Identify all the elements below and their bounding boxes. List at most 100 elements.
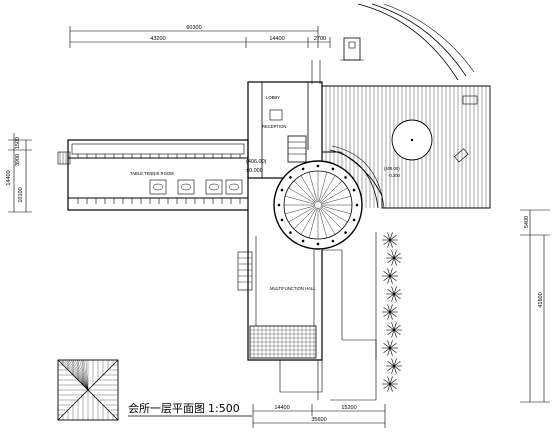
spoke bbox=[309, 207, 318, 238]
rotunda-column bbox=[344, 176, 347, 179]
tree-branch bbox=[389, 376, 393, 385]
reception-label: RECEPTION bbox=[262, 124, 286, 129]
tree-branch bbox=[393, 250, 397, 259]
spoke bbox=[320, 187, 348, 204]
tree-trunk bbox=[388, 346, 392, 350]
stair-core bbox=[287, 135, 307, 163]
tree-branch bbox=[389, 268, 393, 277]
spoke bbox=[300, 207, 317, 235]
tree-branch bbox=[387, 239, 391, 248]
tree-branch bbox=[383, 311, 391, 317]
tree-branch bbox=[389, 347, 393, 356]
parked-car-2 bbox=[454, 148, 469, 163]
tree-branch bbox=[389, 275, 397, 281]
hatch-line bbox=[75, 359, 89, 391]
tree bbox=[386, 250, 402, 266]
tree bbox=[382, 340, 398, 356]
tree-branch bbox=[391, 329, 395, 338]
rotunda-column bbox=[316, 164, 320, 168]
tree-branch bbox=[389, 311, 397, 317]
hatch-line bbox=[62, 359, 89, 391]
rotunda-column bbox=[289, 231, 292, 234]
tree-branch bbox=[389, 304, 393, 313]
tree-branch bbox=[393, 253, 401, 259]
tree-branch bbox=[391, 293, 395, 302]
tree-branch bbox=[387, 311, 391, 320]
lobby-zero: ±0.000 bbox=[246, 168, 263, 174]
spoke bbox=[285, 196, 316, 205]
tree-branch bbox=[393, 257, 401, 263]
dim-bottom-total: 35600 bbox=[311, 417, 326, 423]
dim-left-c: 14400 bbox=[6, 170, 12, 185]
table-top bbox=[208, 183, 220, 191]
spoke bbox=[300, 175, 317, 203]
right-dimension-lines: 5400 41600 bbox=[520, 209, 550, 403]
rotunda-column bbox=[280, 218, 284, 222]
tree-branch bbox=[383, 307, 391, 313]
tree bbox=[382, 376, 398, 392]
hatch-line bbox=[60, 359, 89, 391]
tree-branch bbox=[383, 275, 391, 281]
tree-branch bbox=[391, 286, 395, 295]
hatch-line bbox=[85, 359, 89, 391]
entrance-gate bbox=[311, 37, 364, 84]
drawing-title: 会所一层平面图 bbox=[128, 402, 205, 415]
spoke bbox=[319, 206, 343, 230]
tree-branch bbox=[387, 304, 391, 313]
table bbox=[149, 179, 167, 195]
tree-branch bbox=[387, 325, 395, 331]
table bbox=[225, 179, 243, 195]
tree bbox=[382, 268, 398, 284]
tree bbox=[386, 322, 402, 338]
tree-branch bbox=[389, 235, 397, 241]
tree-trunk bbox=[392, 328, 396, 332]
table-top bbox=[152, 183, 164, 191]
spoke bbox=[318, 207, 327, 238]
tree bbox=[386, 358, 402, 374]
tree-branch bbox=[391, 358, 395, 367]
tree-branch bbox=[393, 286, 397, 295]
tree-branch bbox=[387, 253, 395, 259]
rotunda-column bbox=[344, 231, 347, 234]
drawing-scale: 1:500 bbox=[208, 402, 240, 415]
dim-right-b: 41600 bbox=[538, 292, 544, 307]
dining-tables bbox=[149, 179, 243, 195]
rotunda-steps bbox=[329, 149, 379, 209]
tree-branch bbox=[393, 322, 397, 331]
bottom-dimension-lines: 14400 15200 35600 bbox=[252, 404, 386, 428]
spoke bbox=[288, 187, 316, 204]
dim-left-b: 3900 bbox=[15, 154, 21, 166]
table bbox=[177, 179, 195, 195]
tree-branch bbox=[383, 383, 391, 389]
hatch-line bbox=[81, 359, 89, 391]
rotunda-column bbox=[331, 167, 335, 171]
dim-top-right: 2700 bbox=[314, 36, 326, 42]
rotunda-column bbox=[280, 188, 284, 192]
tree-branch bbox=[383, 239, 391, 245]
tree-branch bbox=[387, 289, 395, 295]
tree-branch bbox=[383, 271, 391, 277]
tree-branch bbox=[393, 329, 401, 335]
tree-branch bbox=[393, 365, 397, 374]
spoke bbox=[288, 206, 316, 223]
rotunda-column bbox=[277, 203, 281, 207]
tree-branch bbox=[393, 289, 401, 295]
west-wing-label: TABLE TENNIS ROOM bbox=[130, 171, 174, 176]
tree-branch bbox=[389, 307, 397, 313]
tree-trunk bbox=[388, 238, 392, 242]
tree-branch bbox=[387, 361, 395, 367]
rotunda-column bbox=[352, 218, 356, 222]
tree-branch bbox=[389, 275, 393, 284]
deck-terrace: (406.00) -0.200 bbox=[321, 85, 491, 209]
north-wing-label: LOBBY bbox=[266, 95, 280, 100]
tree-trunk bbox=[392, 292, 396, 296]
tree-branch bbox=[391, 257, 395, 266]
spoke bbox=[285, 205, 316, 214]
tree bbox=[382, 304, 398, 320]
tree-branch bbox=[387, 329, 395, 335]
table-top bbox=[180, 183, 192, 191]
tree-branch bbox=[383, 379, 391, 385]
tree-branch bbox=[393, 361, 401, 367]
tree-branch bbox=[393, 358, 397, 367]
west-wing: TABLE TENNIS ROOM bbox=[57, 139, 249, 211]
